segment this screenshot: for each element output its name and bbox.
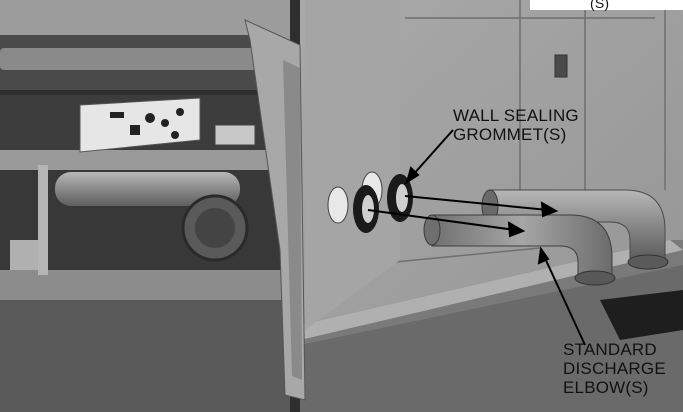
lower-compartment: [0, 300, 290, 412]
vertical-bracket: [38, 165, 48, 275]
elbow-front-outlet: [574, 270, 616, 286]
page-header-strip: [530, 0, 683, 10]
cabinet-end-wall: [305, 0, 400, 330]
elbow-rear-outlet: [627, 254, 669, 270]
corner-label-fragment: (S): [590, 0, 610, 11]
board-components: [110, 108, 184, 139]
door-edge: [283, 60, 302, 380]
vent-pipe: [55, 172, 240, 206]
grommet-callout: WALL SEALING GROMMET(S): [453, 106, 579, 144]
elbow-callout: STANDARD DISCHARGE ELBOW(S): [563, 340, 666, 397]
upper-tube: [0, 48, 260, 70]
elbow-callout-line3: ELBOW(S): [563, 378, 649, 397]
base-skid: [300, 265, 683, 412]
elbow-callout-line1: STANDARD: [563, 340, 657, 359]
lower-rail: [0, 270, 290, 300]
middle-rail: [0, 150, 290, 170]
vent-opening: [327, 186, 349, 224]
elbow-front-end: [423, 214, 441, 246]
elbow-callout-line2: DISCHARGE: [563, 359, 666, 378]
inducer-hub: [195, 208, 235, 248]
callout-leaders: [405, 129, 586, 346]
gas-valve: [10, 240, 40, 270]
switch-box: [214, 124, 256, 146]
install-arrows: [367, 195, 559, 238]
grommet-callout-line2: GROMMET(S): [453, 125, 567, 144]
grommet-hole-right: [396, 184, 408, 212]
base-shadow: [600, 290, 683, 340]
panel-slot: [554, 54, 568, 78]
grommet-hole-left: [362, 195, 374, 223]
cabinet-top-frame: [0, 0, 290, 40]
grommet-callout-line1: WALL SEALING: [453, 106, 579, 125]
